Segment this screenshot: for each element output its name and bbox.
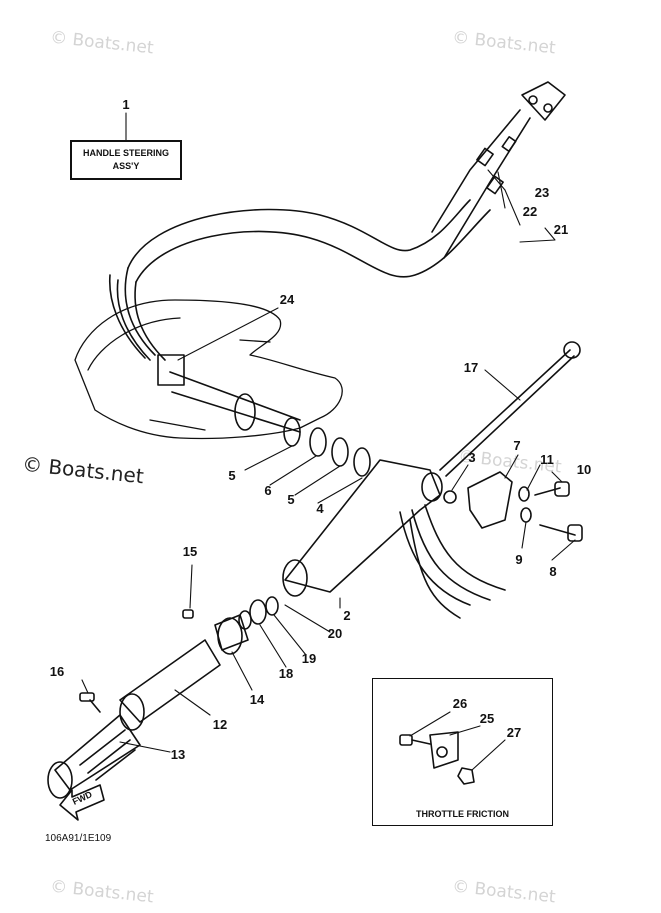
callout-15: 15 bbox=[182, 544, 198, 559]
fwd-arrow bbox=[59, 784, 105, 821]
handle-box-line1: HANDLE STEERING bbox=[82, 148, 169, 158]
callout-20: 20 bbox=[327, 626, 343, 641]
part-code: 106A91/1E109 bbox=[45, 833, 112, 844]
friction-bracket bbox=[443, 471, 583, 542]
callout-16: 16 bbox=[49, 664, 65, 679]
callout-8: 8 bbox=[549, 564, 557, 579]
callout-13: 13 bbox=[170, 747, 186, 762]
screws bbox=[79, 609, 194, 713]
clamp-24 bbox=[157, 354, 185, 386]
callout-22: 22 bbox=[522, 204, 538, 219]
callout-19: 19 bbox=[301, 651, 317, 666]
cable-ends bbox=[431, 81, 566, 259]
callout-27: 27 bbox=[506, 725, 522, 740]
grip-assembly bbox=[47, 596, 279, 799]
handle-body bbox=[282, 459, 506, 619]
leader-lines bbox=[81, 112, 576, 771]
callout-5a: 5 bbox=[228, 468, 236, 483]
callout-23: 23 bbox=[534, 185, 550, 200]
callout-2: 2 bbox=[343, 608, 351, 623]
handle-steering-box: HANDLE STEERING ASS'Y bbox=[70, 140, 182, 180]
callout-24: 24 bbox=[279, 292, 295, 307]
callout-6: 6 bbox=[264, 483, 272, 498]
steering-arm bbox=[169, 371, 371, 477]
callout-11: 11 bbox=[540, 452, 554, 467]
rod-17 bbox=[439, 341, 581, 477]
throttle-friction-label: THROTTLE FRICTION bbox=[416, 809, 509, 819]
handle-box-line2: ASS'Y bbox=[112, 161, 140, 171]
callout-3: 3 bbox=[468, 450, 476, 465]
callout-17: 17 bbox=[463, 360, 479, 375]
callout-26: 26 bbox=[452, 696, 468, 711]
callout-14: 14 bbox=[249, 692, 265, 707]
callout-9: 9 bbox=[515, 552, 523, 567]
callout-7: 7 bbox=[513, 438, 521, 453]
bracket-outline bbox=[74, 299, 343, 440]
throttle-friction-parts bbox=[399, 731, 475, 785]
callout-1: 1 bbox=[122, 97, 130, 112]
callout-21: 21 bbox=[553, 222, 569, 237]
callout-4: 4 bbox=[316, 501, 324, 516]
callout-25: 25 bbox=[479, 711, 495, 726]
throttle-friction-box: THROTTLE FRICTION bbox=[372, 678, 553, 826]
callout-5b: 5 bbox=[287, 492, 295, 507]
callout-10: 10 bbox=[576, 462, 592, 477]
callout-18: 18 bbox=[278, 666, 294, 681]
callout-12: 12 bbox=[212, 717, 228, 732]
cable-loop bbox=[108, 199, 491, 361]
